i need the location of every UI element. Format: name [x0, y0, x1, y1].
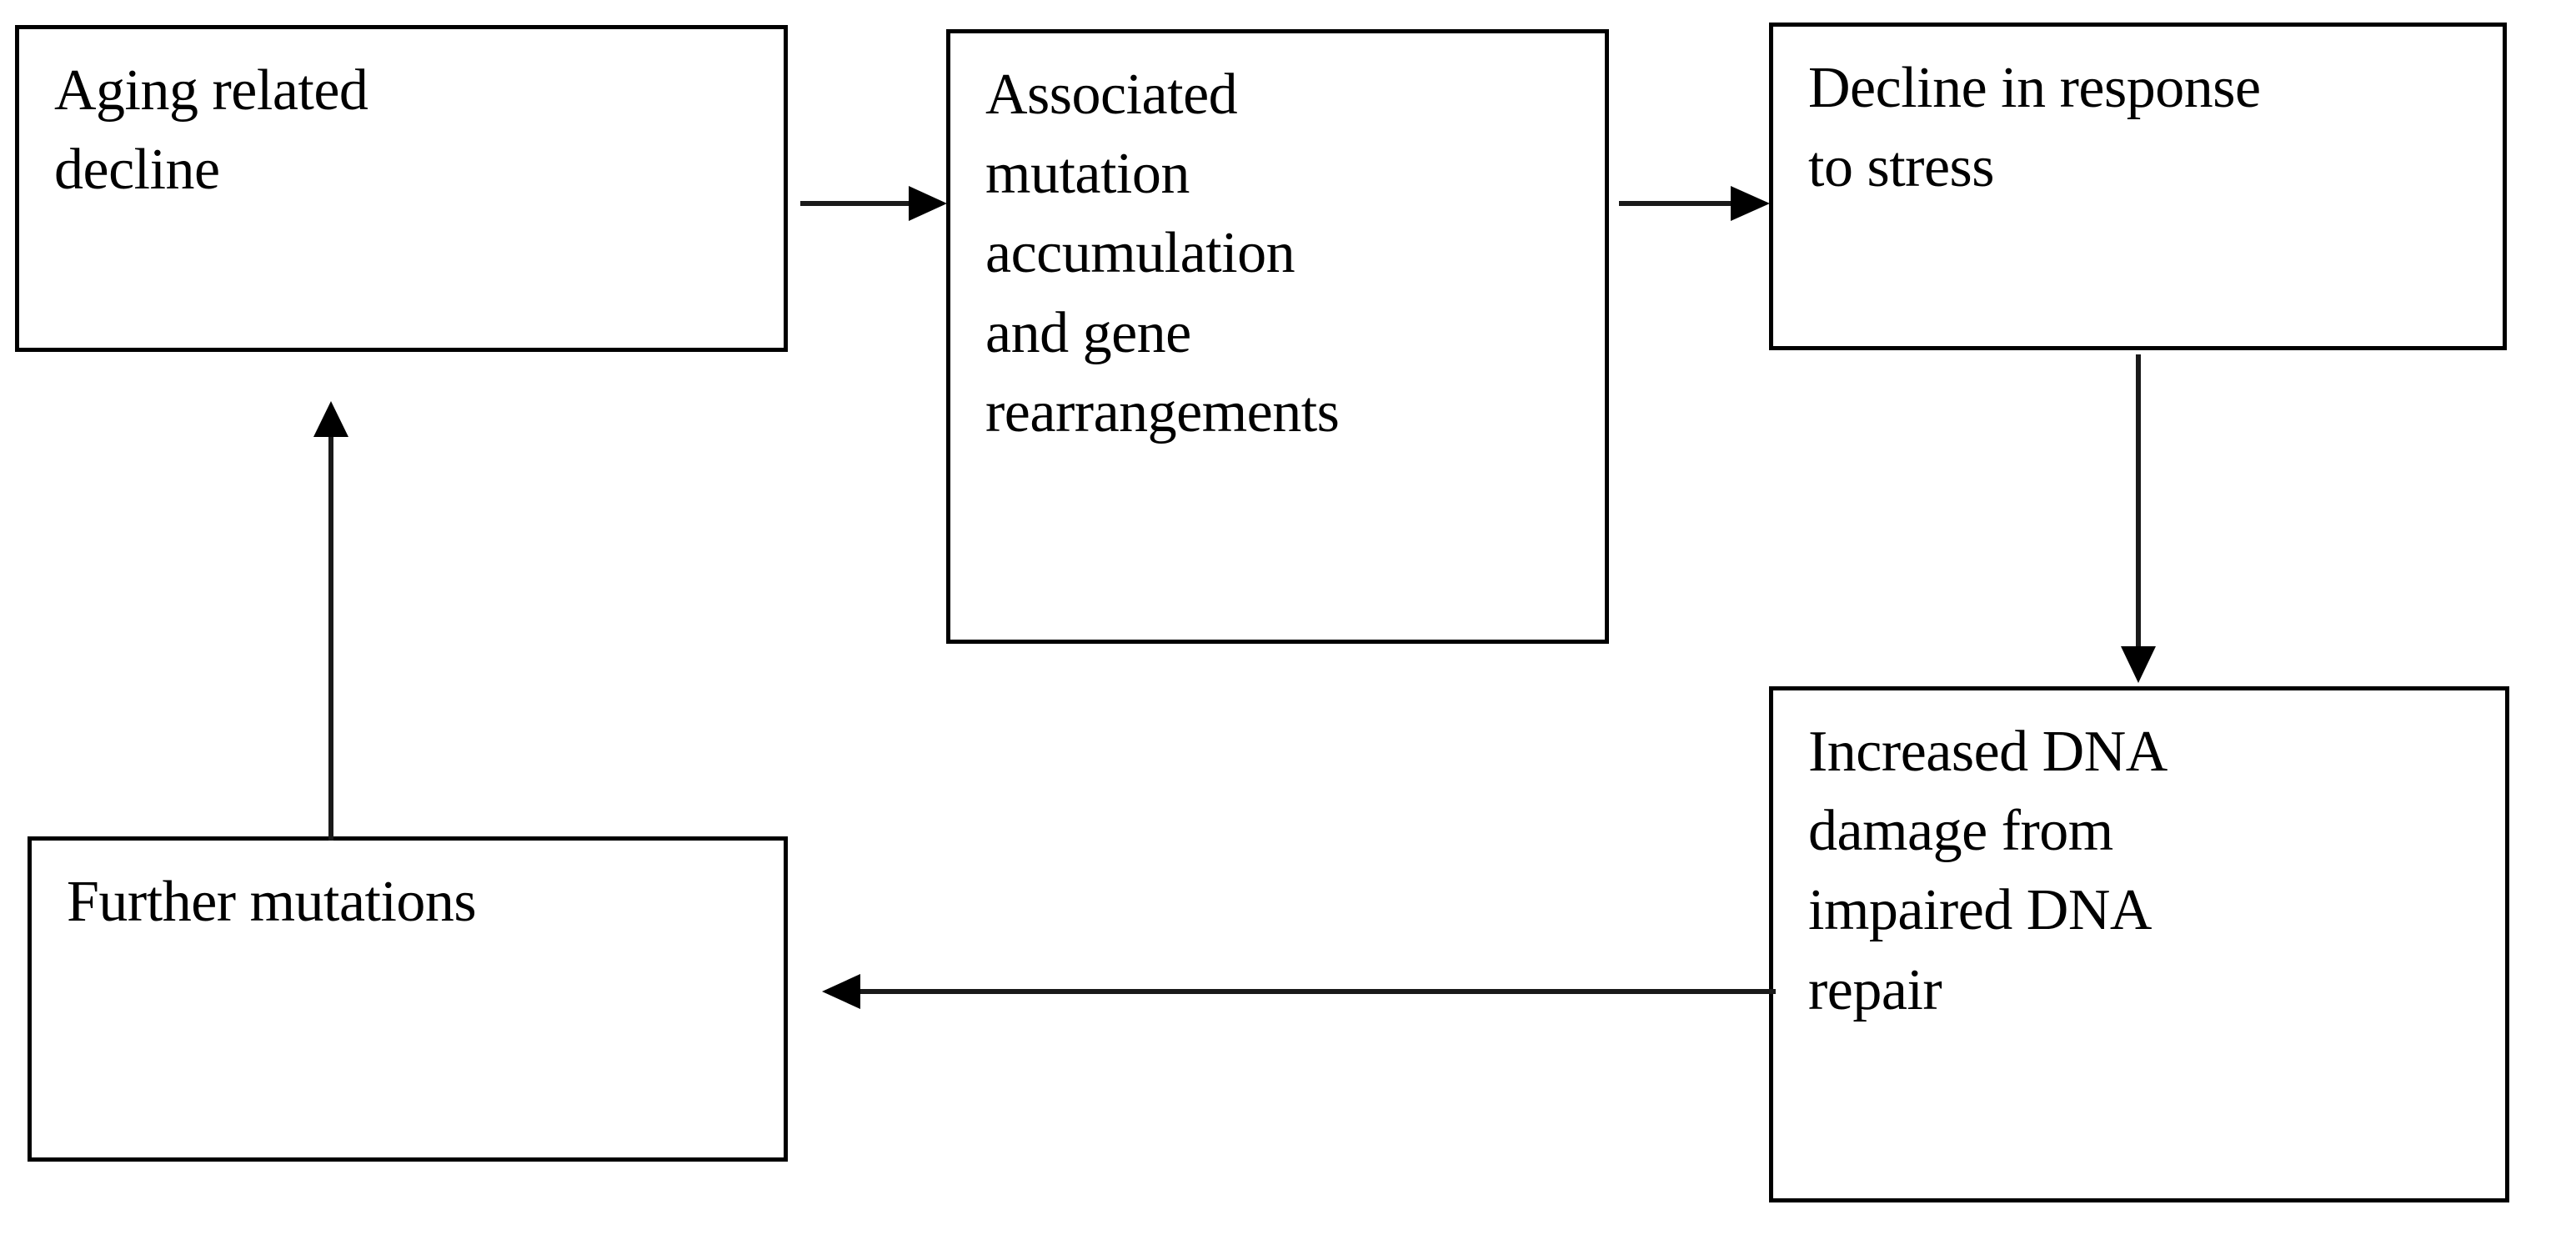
node-label-associated-mutation-accumulation: Associated mutation accumulation and gen… [985, 63, 1340, 444]
node-label-decline-in-response-to-stress: Decline in response to stress [1808, 56, 2261, 200]
node-aging-related-decline[interactable]: Aging related decline [15, 25, 788, 352]
edge-dna-damage-to-further-mutations [817, 967, 1776, 1017]
arrowhead-further-mutations-to-decline [313, 401, 348, 437]
arrowhead-stress-to-dna-damage [2121, 646, 2156, 683]
node-associated-mutation-accumulation[interactable]: Associated mutation accumulation and gen… [946, 29, 1609, 644]
node-further-mutations[interactable]: Further mutations [28, 836, 788, 1162]
node-label-further-mutations: Further mutations [67, 870, 477, 934]
node-increased-dna-damage[interactable]: Increased DNA damage from impaired DNA r… [1769, 686, 2509, 1202]
edge-decline-to-mutation [800, 179, 950, 229]
node-decline-in-response-to-stress[interactable]: Decline in response to stress [1769, 23, 2507, 350]
edge-mutation-to-stress [1619, 179, 1773, 229]
node-label-aging-related-decline: Aging related decline [54, 58, 368, 203]
edge-further-mutations-to-decline [306, 399, 356, 841]
edge-stress-to-dna-damage [2113, 354, 2163, 688]
node-label-increased-dna-damage: Increased DNA damage from impaired DNA r… [1808, 720, 2168, 1022]
arrowhead-mutation-to-stress [1731, 186, 1770, 221]
arrowhead-dna-damage-to-further-mutations [822, 974, 860, 1009]
arrowhead-decline-to-mutation [909, 186, 947, 221]
